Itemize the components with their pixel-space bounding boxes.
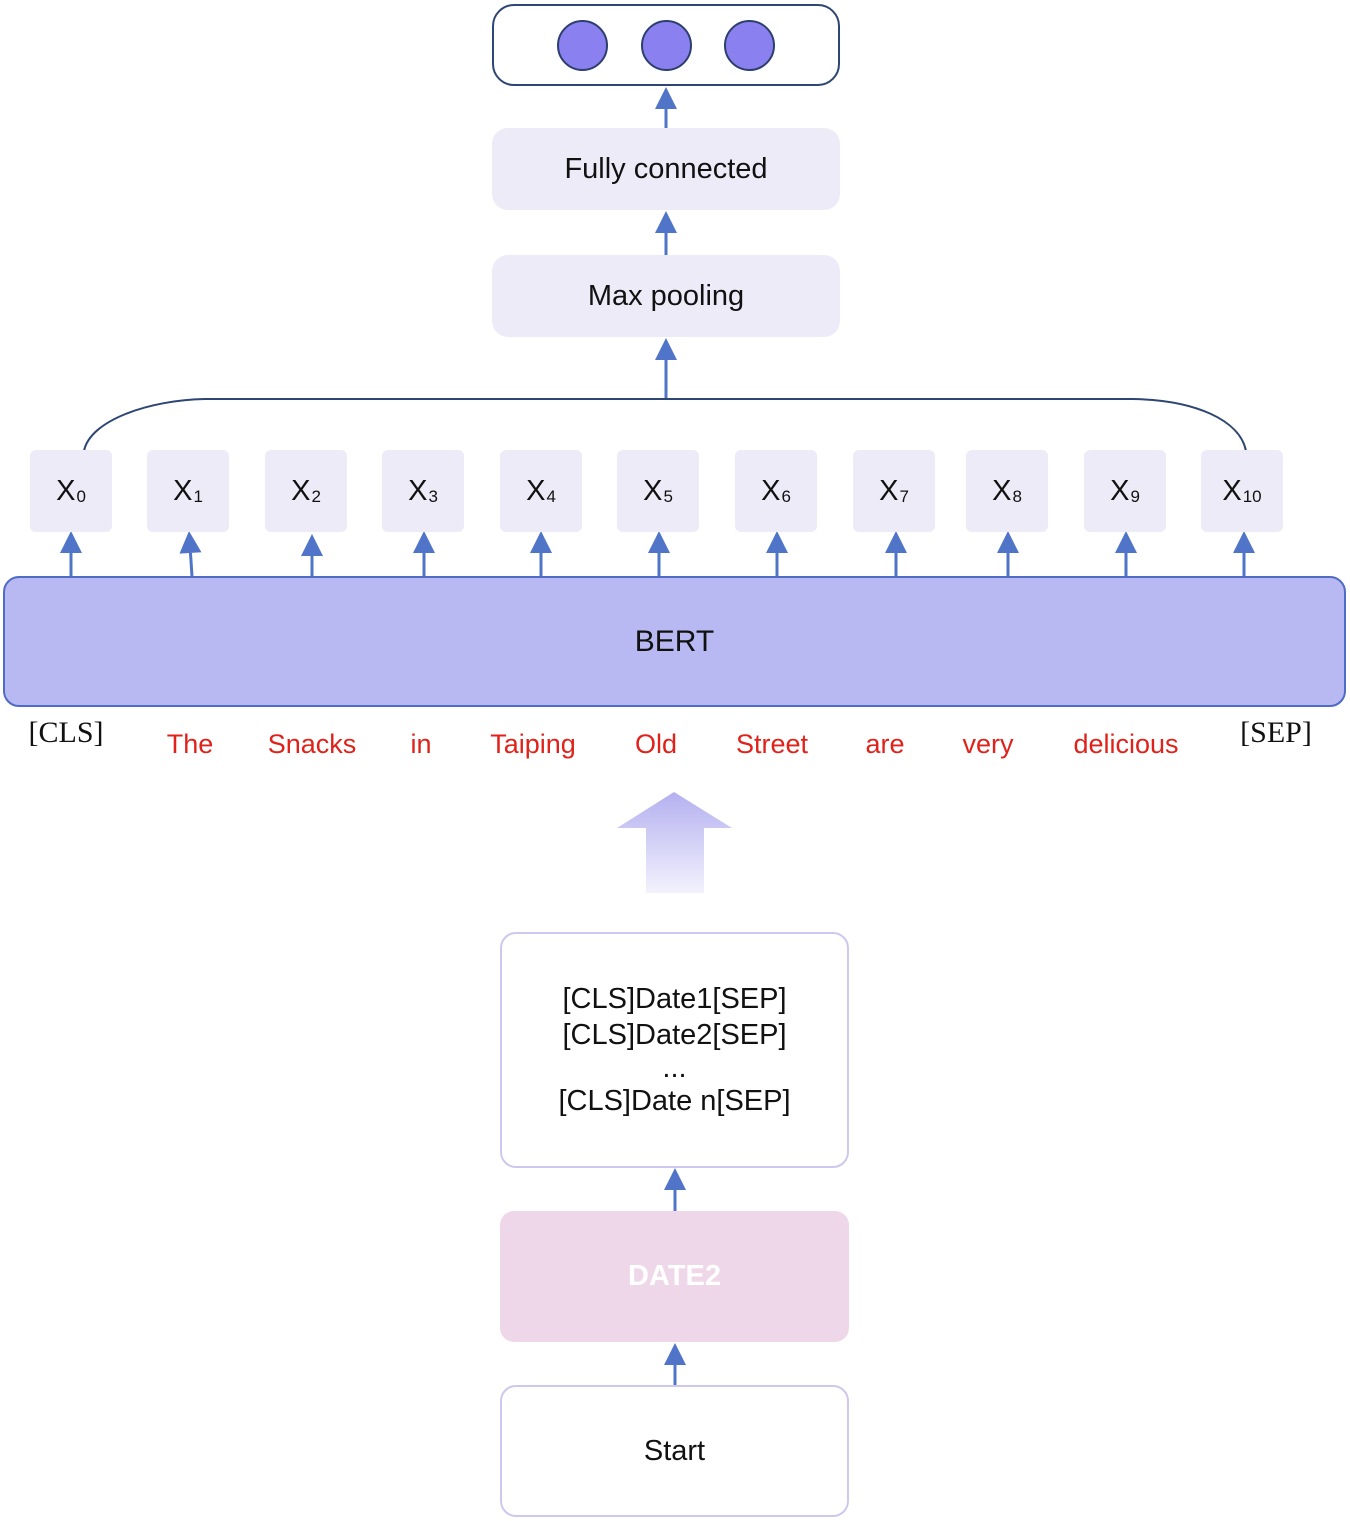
dataset-label: DATE2	[628, 1260, 721, 1292]
max-pooling-layer: Max pooling	[492, 255, 840, 337]
bert-encoder: BERT	[3, 576, 1346, 707]
aggregation-bracket	[83, 398, 1247, 452]
output-node-1	[556, 19, 608, 71]
start-box: Start	[500, 1385, 849, 1517]
arrow-bert-to-x10-head	[1233, 531, 1255, 553]
output-layer	[492, 4, 840, 86]
input-word-6: Street	[735, 729, 809, 759]
arrow-bracket-to-pool-head	[655, 338, 677, 360]
arrow-bert-to-x5-head	[648, 531, 670, 553]
fully-connected-label: Fully connected	[564, 152, 768, 185]
arrow-bert-to-x2-head	[301, 534, 323, 556]
arrow-group	[60, 87, 1255, 1386]
input-word-8: very	[962, 729, 1014, 759]
arrow-bert-to-x1-shaft	[188, 552, 194, 577]
arrow-bert-to-x4-head	[530, 531, 552, 553]
input-sequence-box: [CLS]Date1[SEP] [CLS]Date2[SEP] ... [CLS…	[500, 932, 849, 1168]
input-line-n: [CLS]Date n[SEP]	[558, 1085, 791, 1117]
bert-label: BERT	[634, 624, 715, 658]
arrow-bert-to-x7-head	[885, 531, 907, 553]
input-line-2: [CLS]Date2[SEP]	[562, 1019, 787, 1051]
arrow-bert-to-x8-head	[997, 531, 1019, 553]
input-line-ellipsis: ...	[662, 1052, 687, 1084]
input-word-2: Snacks	[267, 729, 357, 759]
arrow-fc-to-output-head	[655, 87, 677, 109]
input-word-1: The	[166, 729, 214, 759]
arrow-bert-to-x3-head	[413, 531, 435, 553]
arrow-bert-to-x6-head	[766, 531, 788, 553]
start-label: Start	[643, 1434, 706, 1467]
input-word-7: are	[865, 729, 905, 759]
dataset-box: DATE2	[500, 1211, 849, 1342]
input-word-9: delicious	[1073, 729, 1179, 759]
arrow-date2-to-input-head	[664, 1168, 686, 1190]
arrow-bert-to-x0-head	[60, 531, 82, 553]
arrow-bert-to-x9-head	[1115, 531, 1137, 553]
big-flow-arrow	[617, 792, 732, 893]
arrow-pool-to-fc-head	[655, 211, 677, 233]
input-line-1: [CLS]Date1[SEP]	[562, 983, 787, 1015]
input-word-4: Taiping	[490, 729, 576, 759]
cls-token-label: [CLS]	[28, 716, 104, 749]
max-pooling-label: Max pooling	[587, 279, 745, 312]
output-node-2	[640, 19, 692, 71]
arrow-bert-to-x1-head	[179, 531, 202, 554]
fully-connected-layer: Fully connected	[492, 128, 840, 210]
output-node-3	[724, 19, 776, 71]
input-word-5: Old	[634, 729, 678, 759]
sep-token-label: [SEP]	[1240, 716, 1312, 749]
input-word-3: in	[410, 729, 432, 759]
arrow-start-to-date2-head	[664, 1343, 686, 1365]
